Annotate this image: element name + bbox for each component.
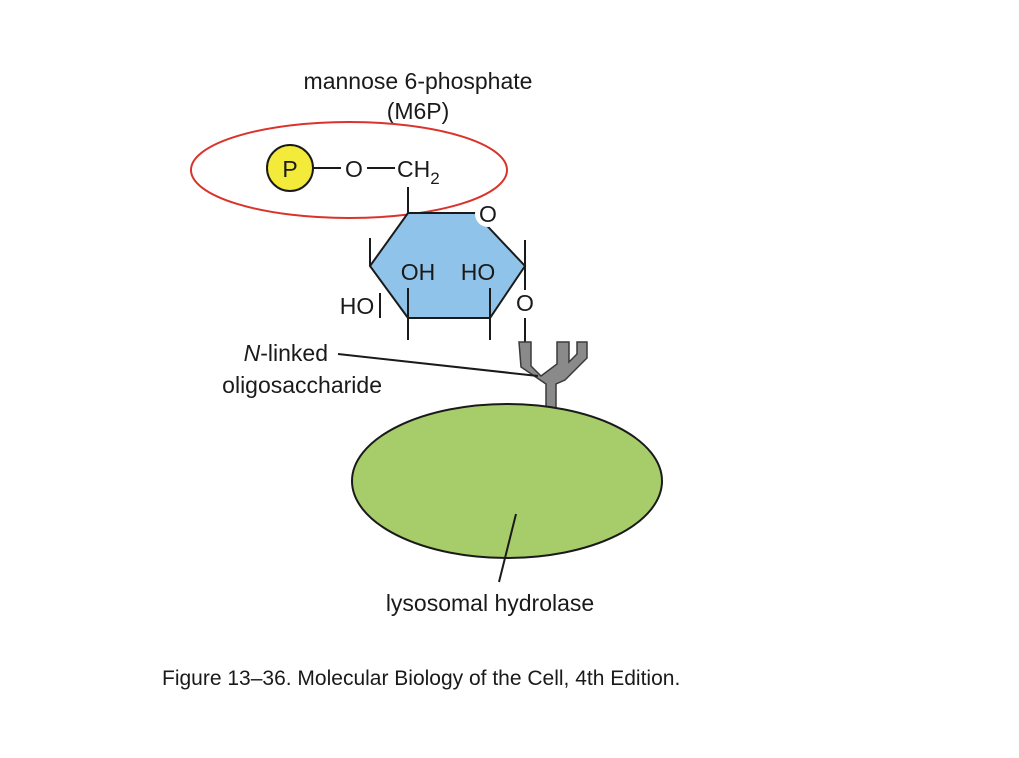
- hydrolase-pointer: [498, 513, 517, 583]
- hydrolase-ellipse: [351, 403, 663, 559]
- hydroxyl-oh: OH: [401, 259, 436, 285]
- oligosaccharide-label: oligosaccharide: [222, 372, 382, 398]
- highlight-ellipse: [190, 121, 508, 219]
- n-linked-pointer: [337, 353, 539, 377]
- ring-oxygen: O: [479, 201, 497, 227]
- bridge-oxygen: O: [345, 156, 363, 182]
- m6p-title-line1: mannose 6-phosphate: [304, 68, 533, 94]
- m6p-title-line2: (M6P): [387, 98, 450, 124]
- phosphate-label: P: [282, 156, 297, 182]
- hydroxyl-ho-right: HO: [461, 259, 496, 285]
- hydroxyl-ho-left: HO: [340, 293, 375, 319]
- hydrolase-label: lysosomal hydrolase: [386, 590, 594, 616]
- ring-oxygen-bg: [475, 201, 501, 227]
- mannose-ring: [368, 212, 527, 319]
- figure-caption: Figure 13–36. Molecular Biology of the C…: [162, 667, 680, 690]
- glycosidic-oxygen: O: [516, 290, 534, 316]
- n-linked-label: N-linked: [244, 340, 328, 366]
- ch2-group: CH2: [397, 156, 440, 188]
